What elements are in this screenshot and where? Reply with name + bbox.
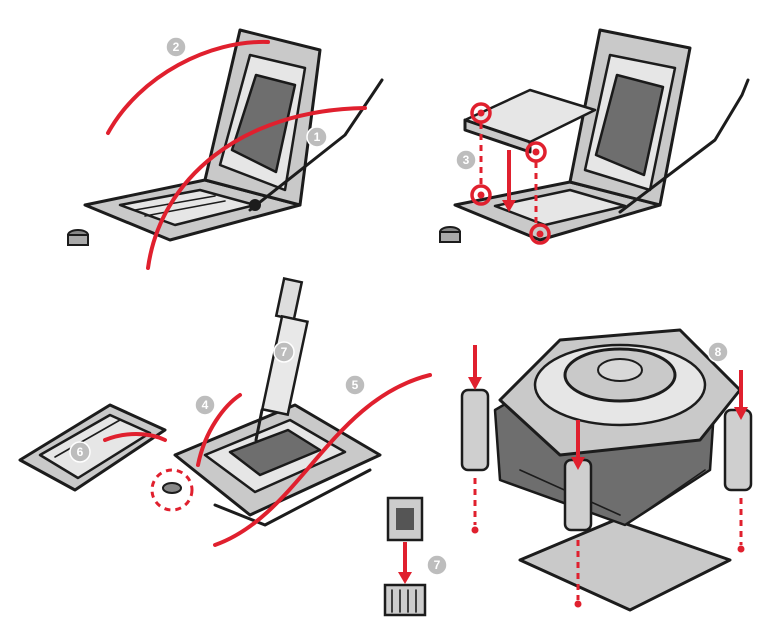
cpu-cooler-icon [493, 328, 742, 527]
step-badge-8: 8 [707, 341, 729, 363]
socket-cap-icon [67, 229, 89, 246]
arrow-step-2 [106, 39, 270, 135]
svg-text:4: 4 [202, 398, 209, 412]
step-badge-5: 5 [344, 374, 366, 396]
svg-text:2: 2 [173, 40, 180, 54]
step-badge-6: 6 [69, 441, 91, 463]
step-badge-4: 4 [194, 394, 216, 416]
socket-cap-highlight [150, 468, 194, 512]
panel-thermal-paste: 7 4 5 6 7 [18, 277, 448, 617]
svg-text:8: 8 [715, 345, 722, 359]
svg-text:7: 7 [281, 345, 288, 359]
panel-open-socket: 2 1 [67, 28, 384, 270]
svg-text:6: 6 [77, 445, 84, 459]
step-badge-2: 2 [165, 36, 187, 58]
svg-text:1: 1 [314, 130, 321, 144]
push-pin-icon [460, 388, 753, 532]
load-lever-icon [248, 78, 384, 212]
panel-insert-cpu: 3 [439, 28, 750, 245]
panel-install-cooler: 8 [460, 328, 753, 612]
svg-text:5: 5 [352, 378, 359, 392]
press-arrows [468, 345, 748, 608]
fan-connector-icon [383, 496, 427, 617]
arrow-step-6 [103, 432, 167, 442]
step-badge-7a: 7 [273, 341, 295, 363]
alignment-markers [470, 102, 551, 245]
svg-text:7: 7 [434, 558, 441, 572]
step-badge-7: 7 [426, 554, 448, 576]
arrow-step-5 [213, 373, 432, 547]
step-badge-1: 1 [306, 126, 328, 148]
step-badge-3: 3 [455, 149, 477, 171]
thermal-paste-syringe-icon [254, 277, 309, 442]
arrow-step-4 [196, 393, 242, 467]
arrow-step-1 [146, 106, 367, 270]
svg-text:3: 3 [463, 153, 470, 167]
